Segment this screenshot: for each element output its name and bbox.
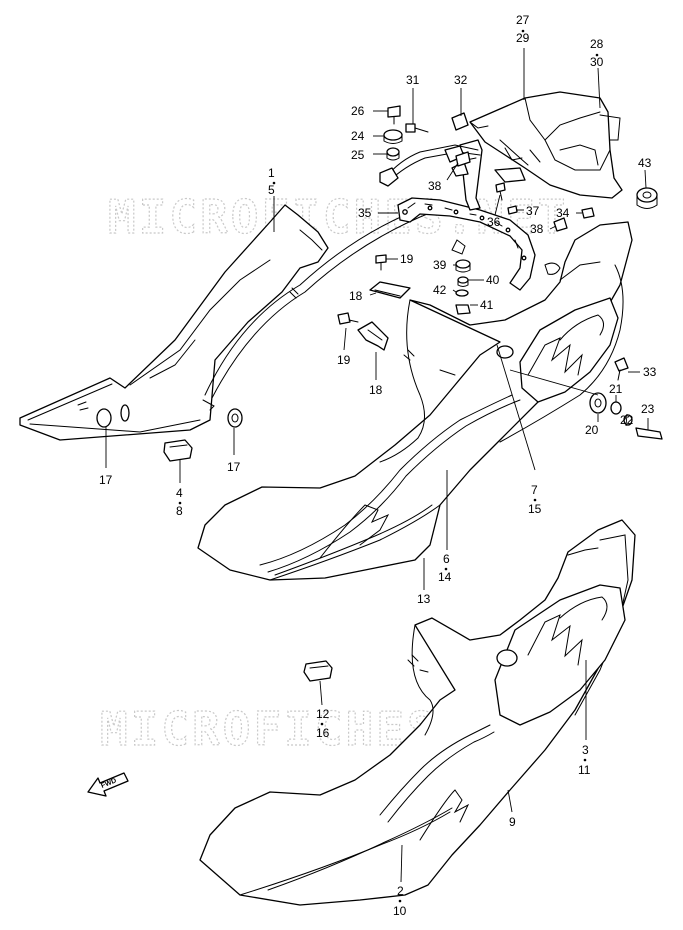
callout-3: 3 [582, 743, 589, 757]
seat-strap [379, 144, 481, 187]
callout-33: 33 [643, 365, 657, 379]
callout-29: 29 [516, 31, 530, 45]
hardware-bolts [96, 105, 663, 682]
callout-42: 42 [433, 283, 447, 297]
callout-17-right: 17 [227, 460, 241, 474]
callout-1: 1 [268, 166, 275, 180]
callout-37: 37 [526, 204, 540, 218]
callout-7: 7 [531, 483, 538, 497]
callout-38-lower: 38 [530, 222, 544, 236]
callout-dots [178, 29, 599, 903]
callout-8: 8 [176, 504, 183, 518]
callout-11: 11 [578, 763, 591, 777]
callout-15: 15 [528, 502, 542, 516]
callout-10: 10 [393, 904, 407, 918]
callout-36: 36 [487, 215, 501, 229]
callout-31: 31 [406, 73, 420, 87]
seat-tail-cover-left [19, 204, 433, 441]
frame-cover-left [199, 519, 636, 906]
callout-38-upper: 38 [428, 179, 442, 193]
tail-cowl [469, 91, 623, 199]
callout-34: 34 [556, 206, 570, 220]
leader-lines [105, 48, 649, 883]
callout-26: 26 [351, 104, 365, 118]
callout-19-upper: 19 [400, 252, 414, 266]
callout-6: 6 [443, 552, 450, 566]
callout-18-lower: 18 [369, 383, 383, 397]
callout-18-upper: 18 [349, 289, 363, 303]
callout-13: 13 [417, 592, 431, 606]
callout-21: 21 [609, 382, 623, 396]
callout-labels: 1 5 27 29 28 30 31 32 26 24 25 43 35 38 … [99, 13, 657, 918]
callout-35: 35 [358, 206, 372, 220]
callout-24: 24 [351, 129, 365, 143]
bracket-rail [397, 139, 536, 291]
callout-4: 4 [176, 486, 183, 500]
callout-9: 9 [509, 815, 516, 829]
callout-39: 39 [433, 258, 447, 272]
callout-20: 20 [585, 423, 599, 437]
callout-17-left: 17 [99, 473, 113, 487]
callout-41: 41 [480, 298, 494, 312]
callout-32: 32 [454, 73, 468, 87]
forward-arrow-icon: FWD [87, 772, 129, 797]
callout-5: 5 [268, 183, 275, 197]
callout-16: 16 [316, 726, 330, 740]
callout-2: 2 [397, 884, 404, 898]
callout-43: 43 [638, 156, 652, 170]
callout-40: 40 [486, 273, 500, 287]
callout-22: 22 [620, 413, 634, 427]
callout-12: 12 [316, 707, 330, 721]
callout-30: 30 [590, 55, 604, 69]
callout-23: 23 [641, 402, 655, 416]
callout-25: 25 [351, 148, 365, 162]
callout-19-lower: 19 [337, 353, 351, 367]
callout-27: 27 [516, 13, 530, 27]
callout-14: 14 [438, 570, 452, 584]
callout-28: 28 [590, 37, 604, 51]
frame-cover-right [197, 221, 633, 581]
